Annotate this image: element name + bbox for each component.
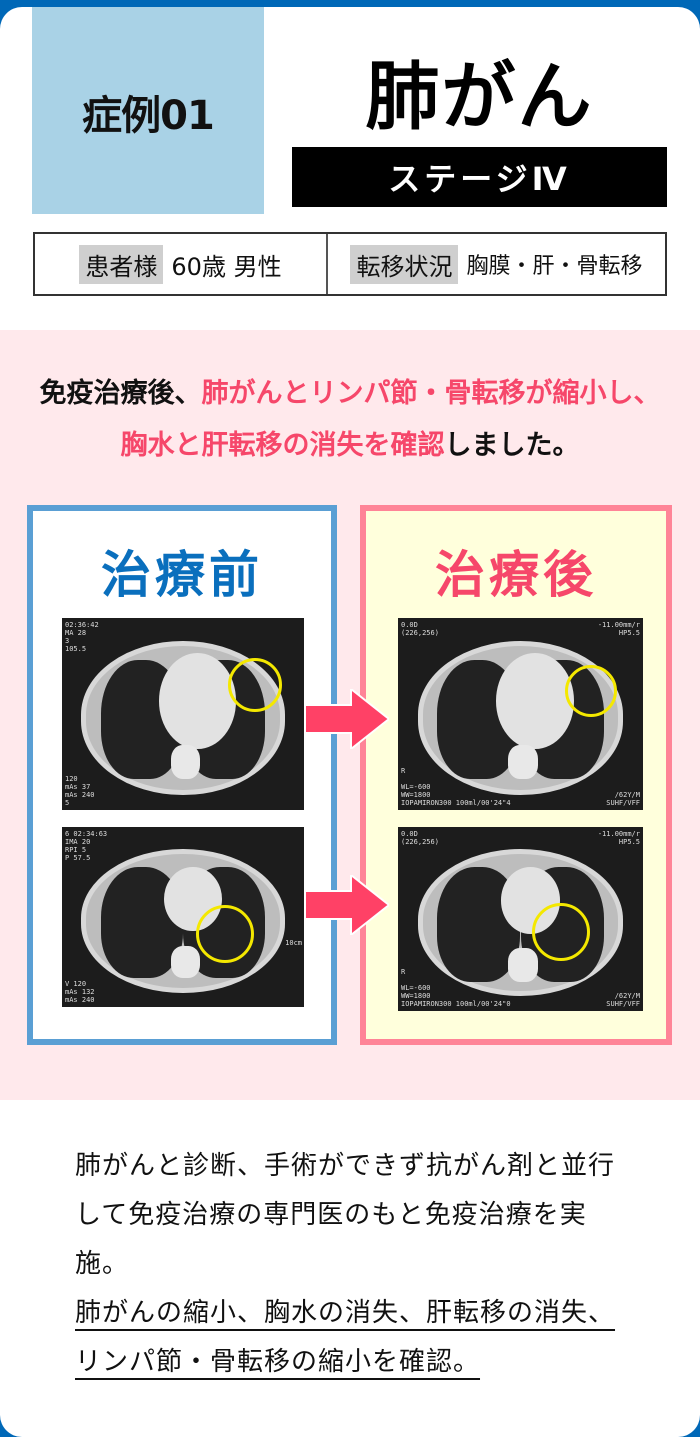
ct-overlay-text: R WL=-600 WW=1800 IOPAMIRON300 100ml/00'…: [401, 968, 511, 1008]
patient-cell: 患者様 60歳 男性: [35, 234, 326, 294]
ct-overlay-text: 0.0D (226,256): [401, 830, 439, 846]
ct-overlay-text: /62Y/M SUHF/VFF: [606, 791, 640, 807]
ct-overlay-text: 120 mAs 37 mAs 240 5: [65, 775, 95, 807]
lesion-circle-marker: [532, 903, 590, 961]
lesion-circle-marker: [196, 905, 254, 963]
headline-intro: 免疫治療後、: [39, 378, 202, 409]
lesion-circle-marker: [228, 658, 282, 712]
patient-info-table: 患者様 60歳 男性 転移状況 胸膜・肝・骨転移: [33, 232, 667, 296]
arrow-right-icon: [305, 689, 389, 749]
after-treatment-panel: 治療後 0.0D (226,256) -11.00mm/r HP5.5 R WL…: [360, 505, 672, 1045]
ct-overlay-text: 0.0D (226,256): [401, 621, 439, 637]
ct-overlay-text: V 120 mAs 132 mAs 240: [65, 980, 95, 1004]
ct-overlay-text: R WL=-600 WW=1800 IOPAMIRON300 100ml/00'…: [401, 767, 511, 807]
arrow-right-icon: [305, 875, 389, 935]
before-treatment-panel: 治療前 02:36:42 MA 28 3 105.5 120 mAs 37 mA…: [27, 505, 337, 1045]
ct-overlay-text: -11.00mm/r HP5.5: [597, 830, 640, 846]
ct-overlay-text: 02:36:42 MA 28 3 105.5: [65, 621, 99, 653]
notes-summary: 肺がんと診断、手術ができず抗がん剤と並行して免疫治療の専門医のもと免疫治療を実施…: [75, 1151, 616, 1279]
ct-overlay-text: 10cm: [285, 939, 302, 947]
notes-outcome: 肺がんの縮小、胸水の消失、肝転移の消失、リンパ節・骨転移の縮小を確認。: [75, 1298, 616, 1377]
headline-highlight-1: 肺がんとリンパ節・骨転移が縮小し、: [201, 378, 661, 409]
metastasis-label: 転移状況: [350, 244, 459, 284]
case-number: 症例01: [82, 93, 215, 139]
metastasis-value: 胸膜・肝・骨転移: [466, 254, 643, 279]
after-title: 治療後: [435, 546, 597, 604]
ct-overlay-text: /62Y/M SUHF/VFF: [606, 992, 640, 1008]
disease-title: 肺がん: [365, 54, 594, 140]
headline-outro: しました。: [444, 430, 580, 461]
headline-highlight-2: 胸水と肝転移の消失を確認: [120, 430, 445, 461]
stage-badge: ステージⅣ: [292, 147, 667, 207]
patient-value: 60歳 男性: [171, 252, 282, 281]
patient-label: 患者様: [79, 244, 164, 284]
ct-overlay-text: -11.00mm/r HP5.5: [597, 621, 640, 637]
results-section: 免疫治療後、肺がんとリンパ節・骨転移が縮小し、 胸水と肝転移の消失を確認しました…: [0, 330, 700, 1100]
result-headline: 免疫治療後、肺がんとリンパ節・骨転移が縮小し、 胸水と肝転移の消失を確認しました…: [0, 368, 700, 472]
case-notes: 肺がんと診断、手術ができず抗がん剤と並行して免疫治療の専門医のもと免疫治療を実施…: [75, 1142, 635, 1387]
ct-scan-before-2: 6 02:34:63 IMA 20 RPI 5 P 57.5 V 120 mAs…: [62, 827, 304, 1007]
lesion-circle-marker: [565, 665, 617, 717]
ct-scan-after-2: 0.0D (226,256) -11.00mm/r HP5.5 R WL=-60…: [398, 827, 643, 1011]
case-card: 症例01 肺がん ステージⅣ 患者様 60歳 男性 転移状況 胸膜・肝・骨転移 …: [0, 7, 700, 1437]
before-title: 治療前: [101, 546, 263, 604]
metastasis-cell: 転移状況 胸膜・肝・骨転移: [326, 234, 665, 294]
case-number-box: 症例01: [32, 7, 264, 214]
ct-scan-after-1: 0.0D (226,256) -11.00mm/r HP5.5 R WL=-60…: [398, 618, 643, 810]
ct-overlay-text: 6 02:34:63 IMA 20 RPI 5 P 57.5: [65, 830, 108, 862]
ct-scan-before-1: 02:36:42 MA 28 3 105.5 120 mAs 37 mAs 24…: [62, 618, 304, 810]
